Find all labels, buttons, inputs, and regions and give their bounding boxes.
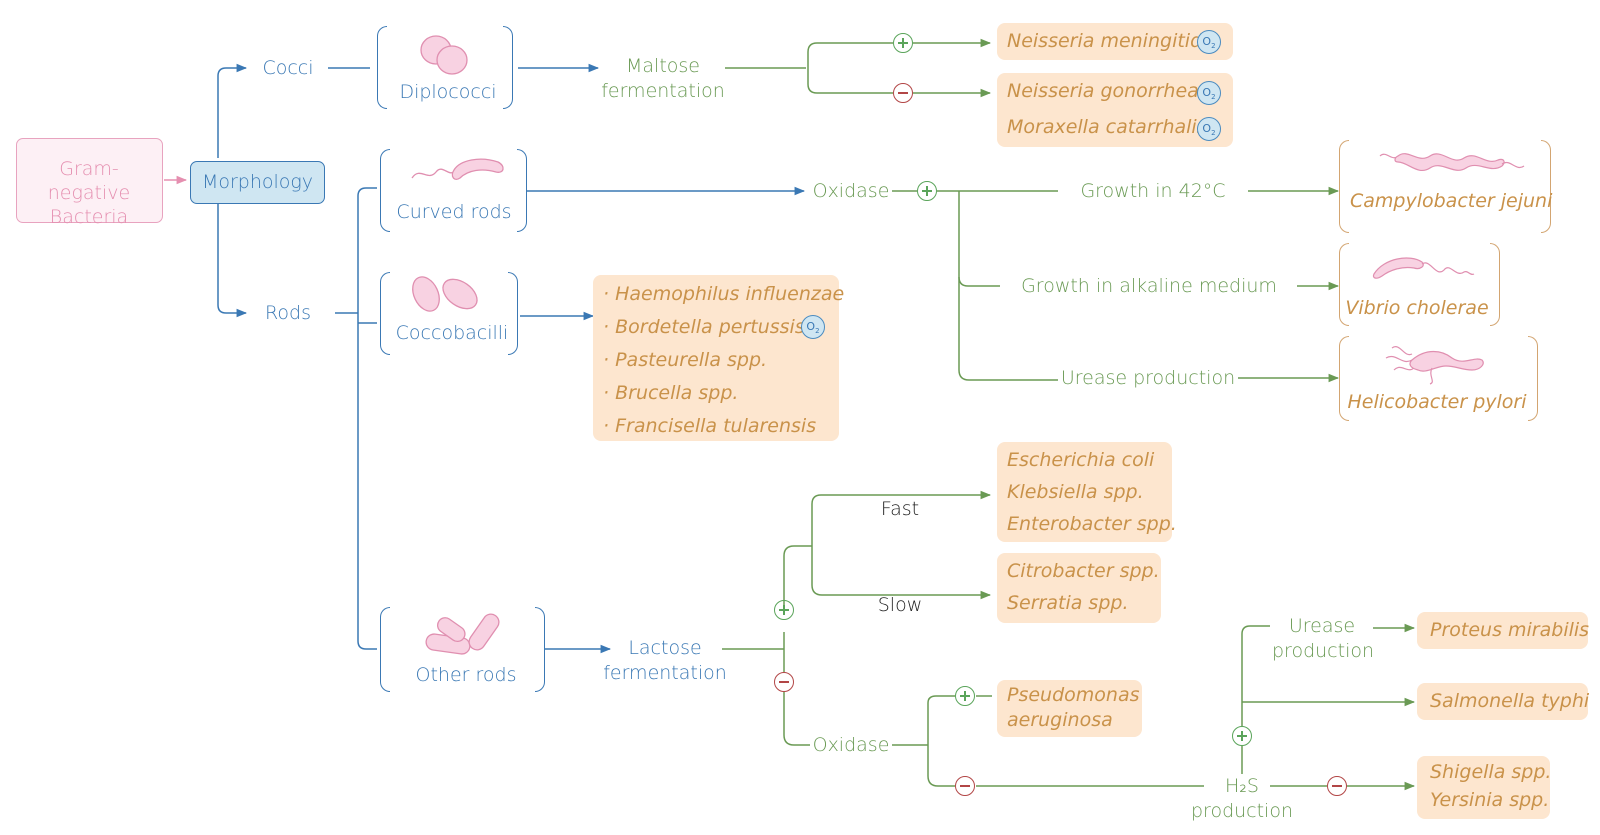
coccobacilli-icon (412, 276, 478, 312)
plus-icon (774, 600, 794, 620)
growth-alkaline-label: Growth in alkaline medium (1021, 275, 1277, 297)
morphology-box (190, 161, 325, 204)
h2s-production-label: H₂S production (1190, 775, 1294, 822)
species-yersinia: Yersinia spp. (1430, 789, 1550, 811)
plus-icon (1232, 726, 1252, 746)
species-escherichia-coli: Escherichia coli (1007, 449, 1155, 471)
plus-icon (917, 181, 937, 201)
oxidase-label: Oxidase (812, 180, 890, 202)
coccobacilli-label: Coccobacilli (395, 322, 509, 344)
oxygen-icon: O2 (1197, 117, 1221, 141)
species-pasteurella: Pasteurella spp. (615, 349, 768, 371)
gram-negative-root-box (16, 138, 163, 223)
minus-icon (893, 83, 913, 103)
proteus-box: Proteus mirabilis (1417, 612, 1590, 649)
minus-icon (955, 776, 975, 796)
species-pseudomonas-aeruginosa: Pseudomonas aeruginosa (1007, 684, 1140, 731)
morphology-label: Morphology (201, 171, 314, 193)
other-rods-icon (425, 613, 500, 655)
species-serratia: Serratia spp. (1007, 592, 1129, 614)
root-title: Gram-negative Bacteria (47, 158, 131, 228)
species-neisseria-meningitidis: Neisseria meningitidis (1007, 30, 1218, 52)
maltose-negative-box: Neisseria gonorrheae O2 Moraxella catarr… (997, 73, 1233, 147)
minus-icon (1327, 776, 1347, 796)
curved-rods-icon (411, 158, 504, 180)
species-brucella: Brucella spp. (615, 382, 739, 404)
urease-production-label-h2s: Urease production (1272, 615, 1375, 662)
diplococci-icon (420, 35, 468, 75)
vibrio-icon (1372, 257, 1475, 279)
minus-icon (774, 672, 794, 692)
coccobacilli-species-box: · Haemophilus influenzae · Bordetella pe… (593, 275, 844, 441)
oxygen-icon: O2 (1197, 81, 1221, 105)
rods-label: Rods (265, 302, 311, 324)
slow-label: Slow (877, 594, 923, 616)
species-neisseria-gonorrheae: Neisseria gonorrheae (1007, 80, 1211, 102)
oxygen-icon: O2 (801, 315, 825, 339)
slow-lactose-box: Citrobacter spp. Serratia spp. (997, 553, 1161, 623)
helicobacter-icon (1385, 346, 1484, 385)
campylobacter-icon (1379, 153, 1525, 172)
species-moraxella-catarrhalis: Moraxella catarrhalis (1007, 116, 1207, 138)
species-haemophilus-influenzae: Haemophilus influenzae (615, 283, 845, 305)
fast-lactose-box: Escherichia coli Klebsiella spp. Enterob… (997, 442, 1177, 542)
species-francisella-tularensis: Francisella tularensis (615, 415, 817, 437)
salmonella-box: Salmonella typhi (1417, 683, 1590, 720)
urease-production-label: Urease production (1060, 367, 1236, 389)
growth-42-label: Growth in 42°C (1080, 180, 1226, 202)
species-salmonella-typhi: Salmonella typhi (1430, 690, 1590, 712)
oxidase-positive-box: Pseudomonas aeruginosa (997, 680, 1142, 737)
species-shigella: Shigella spp. (1430, 761, 1552, 783)
diplococci-label: Diplococci (399, 81, 497, 103)
maltose-positive-box: Neisseria meningitidis O2 (997, 23, 1233, 60)
oxygen-icon: O2 (1197, 30, 1221, 54)
oxidase-label-lactose-negative: Oxidase (812, 734, 890, 756)
plus-icon (955, 686, 975, 706)
cocci-label: Cocci (262, 57, 314, 79)
other-rods-label: Other rods (415, 664, 517, 686)
maltose-fermentation-label: Maltose fermentation (601, 55, 725, 102)
lactose-fermentation-label: Lactose fermentation (603, 637, 727, 684)
species-klebsiella: Klebsiella spp. (1007, 481, 1144, 503)
species-bordetella-pertussis: Bordetella pertussis (615, 316, 805, 338)
plus-icon (893, 33, 913, 53)
fast-label: Fast (880, 498, 920, 520)
species-citrobacter: Citrobacter spp. (1007, 560, 1160, 582)
species-campylobacter-jejuni: Campylobacter jejuni (1350, 190, 1553, 212)
species-helicobacter-pylori: Helicobacter pylori (1347, 391, 1527, 413)
species-enterobacter: Enterobacter spp. (1007, 513, 1177, 535)
h2s-negative-box: Shigella spp. Yersinia spp. (1417, 756, 1552, 819)
curved-rods-label: Curved rods (396, 201, 512, 223)
species-proteus-mirabilis: Proteus mirabilis (1430, 619, 1590, 641)
species-vibrio-cholerae: Vibrio cholerae (1345, 297, 1489, 319)
